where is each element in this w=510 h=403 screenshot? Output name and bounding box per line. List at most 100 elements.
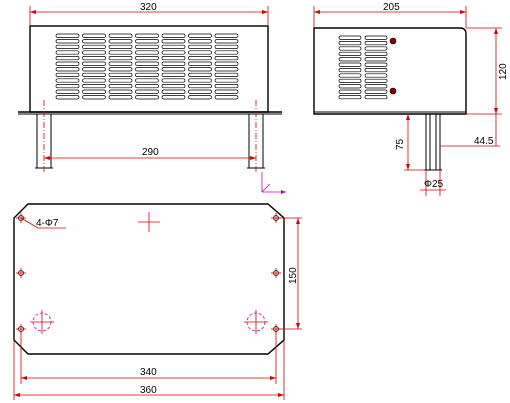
- front-vent-slot: [135, 84, 159, 89]
- front-vent-slot: [55, 89, 80, 94]
- front-vent-slot: [161, 67, 186, 72]
- front-vent-slot: [188, 72, 212, 77]
- front-vent-grid: [55, 33, 239, 100]
- dim-360-arrow-right: [278, 393, 284, 397]
- front-vent-slot: [135, 95, 159, 100]
- front-vent-slot: [82, 33, 106, 38]
- side-vent-slot: [364, 84, 388, 89]
- front-vent-slot: [108, 72, 133, 77]
- front-vent-slot: [82, 56, 106, 61]
- side-housing: [313, 27, 467, 115]
- front-vent-slot: [108, 44, 133, 49]
- dim-75-label: 75: [395, 138, 406, 150]
- front-vent-slot: [161, 95, 186, 100]
- dim-75-arrow-top: [406, 114, 410, 120]
- side-vent-slot: [338, 51, 362, 56]
- front-vent-slot: [135, 39, 159, 44]
- dim-340-arrow-right: [270, 376, 276, 380]
- side-vent-grid: [338, 35, 388, 100]
- plan-hole-crosses: [16, 213, 281, 334]
- front-vent-slot: [82, 44, 106, 49]
- front-vent-slot: [108, 78, 133, 83]
- front-vent-slot: [188, 84, 212, 89]
- dim-205-arrow-left: [314, 10, 320, 14]
- front-vent-slot: [55, 67, 80, 72]
- side-vent-slot: [364, 95, 388, 100]
- front-vent-slot: [82, 39, 106, 44]
- side-vent-slot: [338, 84, 362, 89]
- hole-callout-label: 4-Φ7: [36, 218, 59, 229]
- front-vent-slot: [55, 56, 80, 61]
- front-vent-slot: [135, 61, 159, 66]
- front-vent-slot: [214, 72, 239, 77]
- dim-360-arrow-left: [14, 393, 20, 397]
- dim-340-label: 340: [140, 367, 157, 378]
- side-vent-slot: [364, 78, 388, 83]
- front-vent-slot: [108, 50, 133, 55]
- front-vent-slot: [55, 44, 80, 49]
- front-vent-slot: [135, 44, 159, 49]
- front-vent-slot: [82, 78, 106, 83]
- front-vent-slot: [214, 67, 239, 72]
- front-vent-slot: [188, 67, 212, 72]
- plan-view: 4-Φ7 150 340 360: [13, 203, 302, 400]
- dim-290-arrow-right: [250, 156, 256, 160]
- front-vent-slot: [188, 56, 212, 61]
- side-view: 205 120 75 44.5 Φ25: [313, 2, 509, 196]
- side-vent-slot: [364, 35, 388, 40]
- dim-150-label: 150: [288, 267, 299, 284]
- front-vent-slot: [214, 56, 239, 61]
- side-vent-slot: [364, 89, 388, 94]
- dim-320-label: 320: [140, 2, 157, 13]
- front-vent-slot: [82, 67, 106, 72]
- front-vent-slot: [55, 95, 80, 100]
- front-vent-slot: [161, 72, 186, 77]
- front-vent-slot: [188, 44, 212, 49]
- side-vent-slot: [338, 57, 362, 62]
- front-vent-slot: [82, 61, 106, 66]
- front-vent-slot: [161, 78, 186, 83]
- side-vent-slot: [338, 73, 362, 78]
- front-vent-slot: [214, 33, 239, 38]
- axis-marker-diag: [261, 183, 271, 193]
- front-vent-slot: [161, 39, 186, 44]
- front-view: 320 290: [18, 2, 286, 194]
- front-vent-slot: [161, 61, 186, 66]
- front-vent-slot: [161, 33, 186, 38]
- front-vent-slot: [82, 72, 106, 77]
- front-vent-slot: [161, 50, 186, 55]
- dim-44-5-label: 44.5: [474, 136, 494, 147]
- dim-360-label: 360: [140, 385, 157, 396]
- dim-25-label: Φ25: [424, 179, 444, 190]
- side-vent-slot: [338, 89, 362, 94]
- dim-150-arrow-bottom: [296, 323, 300, 329]
- side-bolt-bottom: [389, 87, 397, 95]
- front-vent-slot: [135, 56, 159, 61]
- side-pipe: [425, 113, 441, 171]
- front-vent-slot: [214, 39, 239, 44]
- front-vent-slot: [135, 33, 159, 38]
- front-vent-slot: [55, 84, 80, 89]
- dim-205-label: 205: [383, 2, 400, 13]
- front-vent-slot: [55, 50, 80, 55]
- side-vent-slot: [338, 68, 362, 73]
- side-vent-slot: [364, 68, 388, 73]
- dim-290-arrow-left: [44, 156, 50, 160]
- dim-290-label: 290: [142, 147, 159, 158]
- front-vent-slot: [108, 33, 133, 38]
- front-vent-slot: [108, 95, 133, 100]
- plan-base-plate: [13, 203, 285, 355]
- dim-75-arrow-bottom: [406, 164, 410, 170]
- hole-callout-leader: [20, 217, 39, 229]
- front-vent-slot: [214, 84, 239, 89]
- front-vent-slot: [82, 89, 106, 94]
- side-vent-slot: [364, 62, 388, 67]
- front-vent-slot: [214, 78, 239, 83]
- front-vent-slot: [161, 44, 186, 49]
- dim-205-arrow-right: [460, 10, 466, 14]
- side-vent-slot: [338, 62, 362, 67]
- front-vent-slot: [214, 89, 239, 94]
- side-bolt-top: [389, 37, 397, 45]
- front-vent-slot: [188, 95, 212, 100]
